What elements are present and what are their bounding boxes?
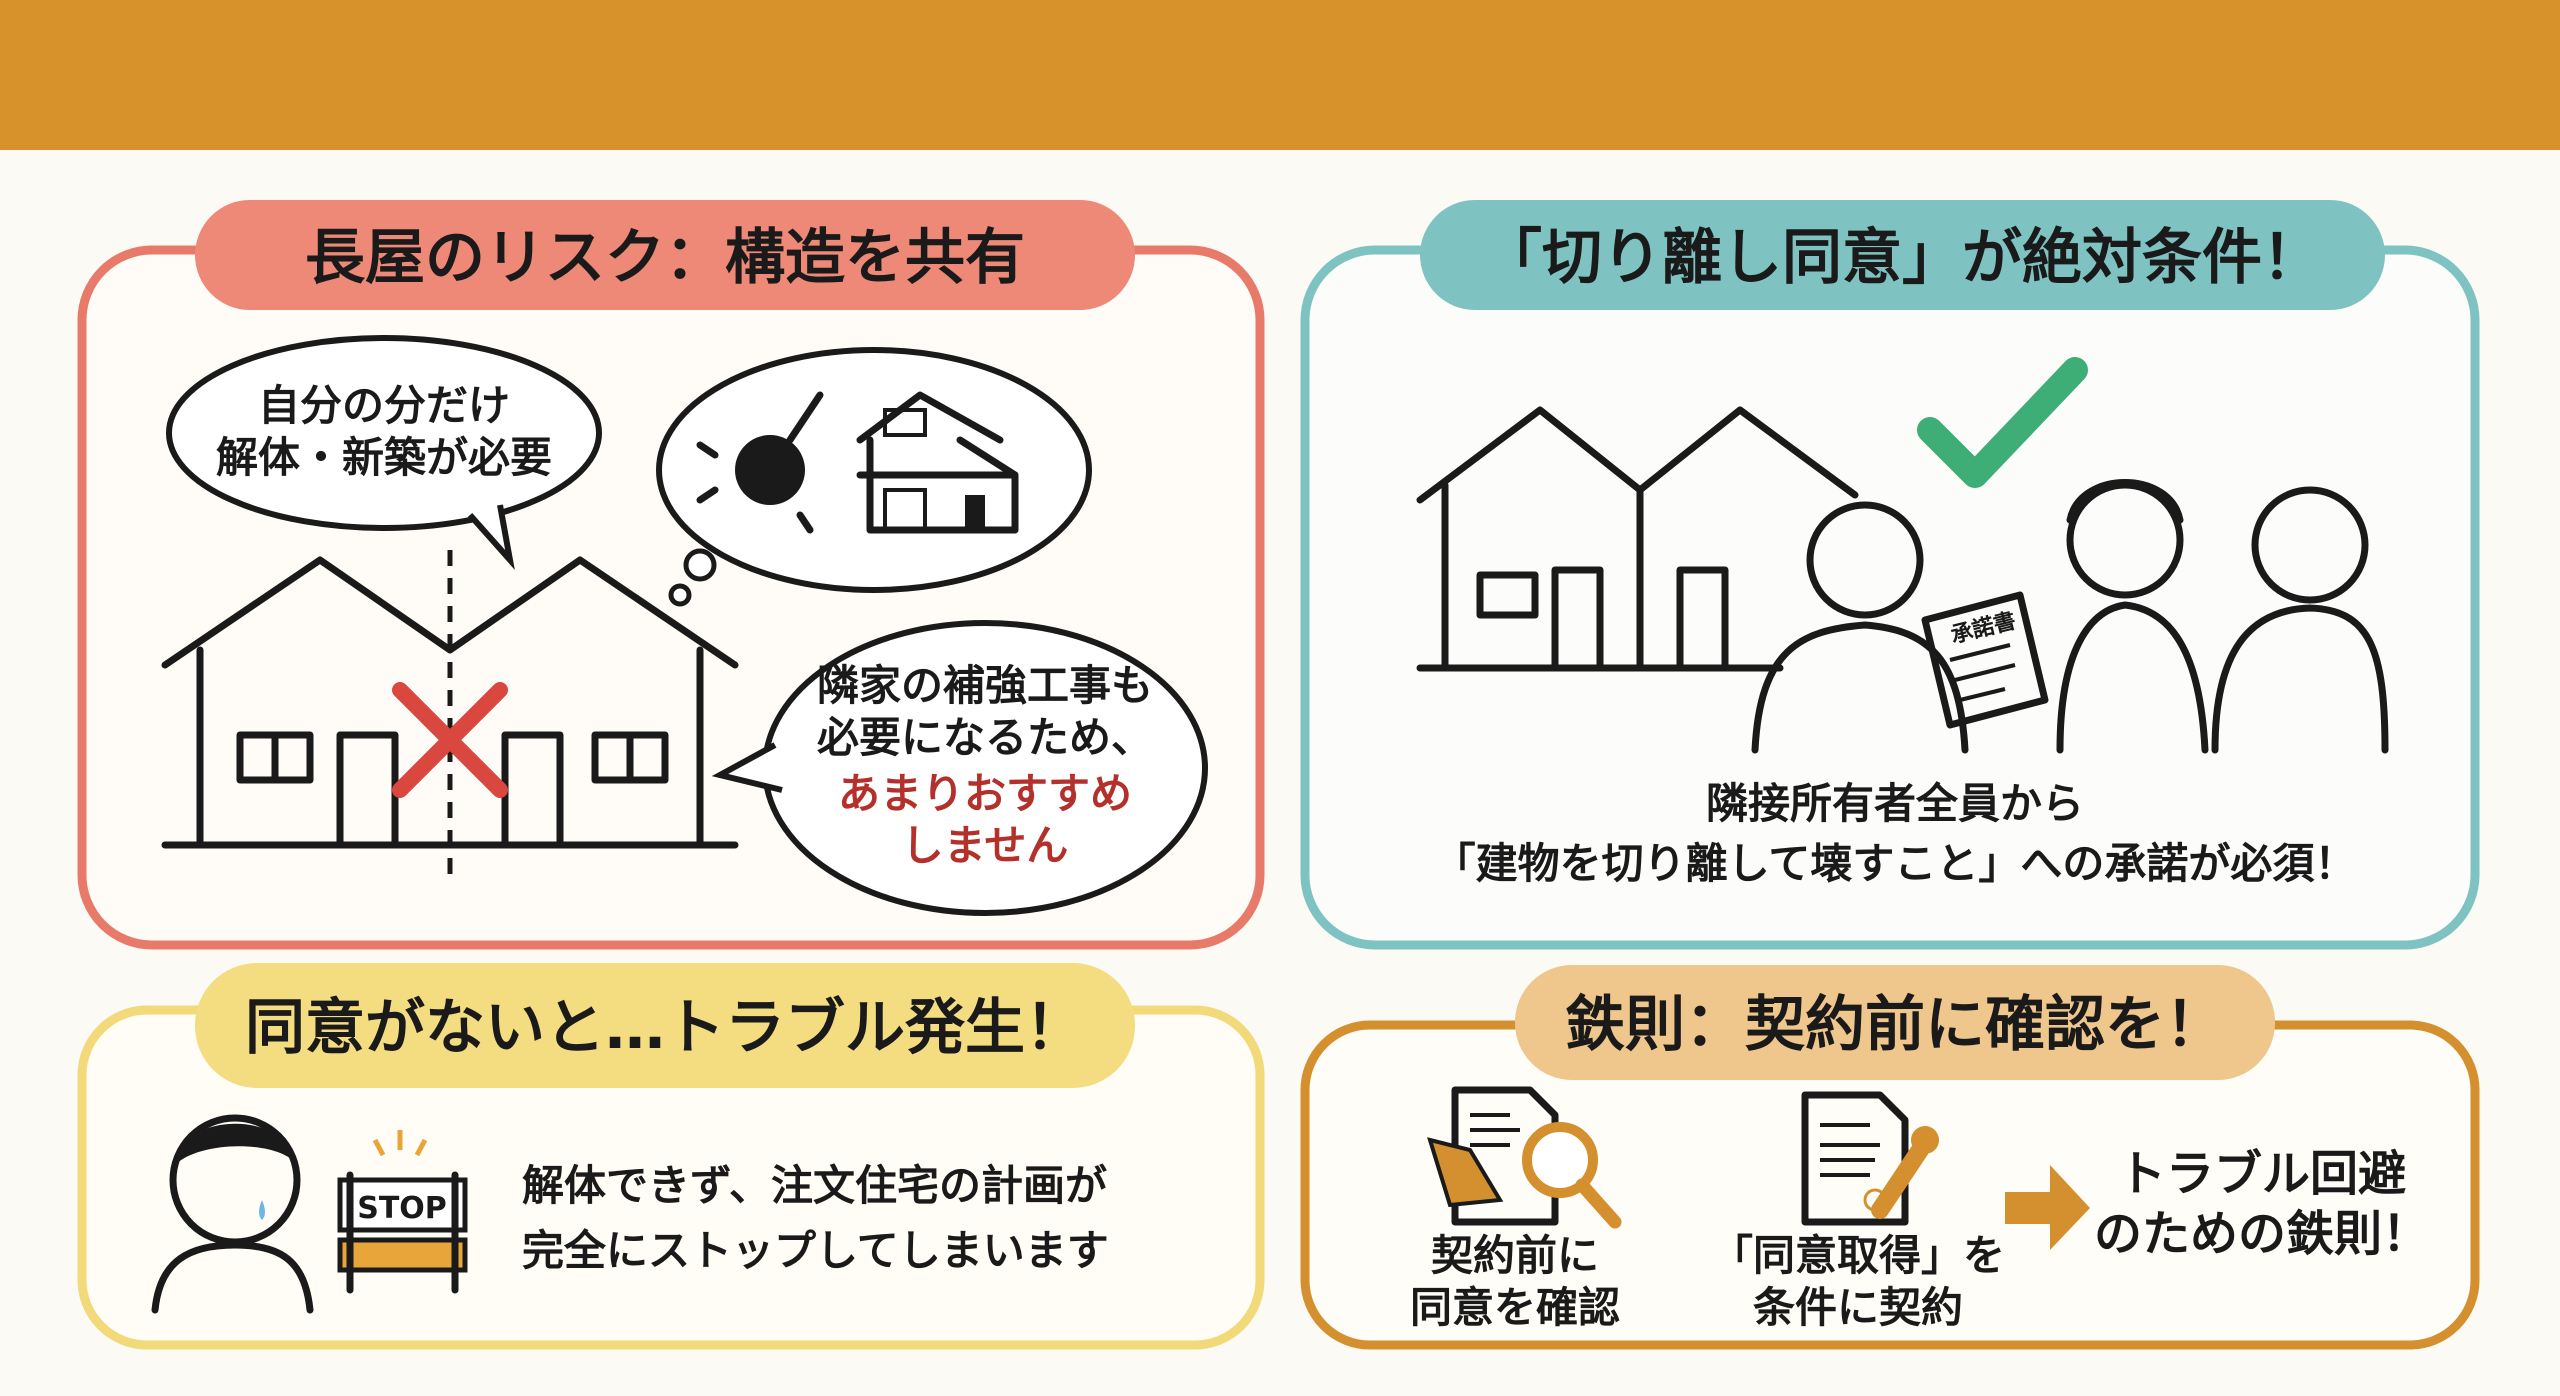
consent-title: 「切り離し同意」が絶対条件！ <box>1482 223 2322 293</box>
svg-text:のための鉄則！: のための鉄則！ <box>2094 1206 2430 1262</box>
risk-title-pill <box>195 200 1135 310</box>
risk-title: 長屋のリスク：構造を共有 <box>305 223 1025 293</box>
svg-text:完全にストップしてしまいます: 完全にストップしてしまいます <box>522 1226 1109 1275</box>
wrecking-ball-icon <box>696 391 824 534</box>
consent-title-pill <box>1420 200 2385 310</box>
stamp-document-icon <box>1801 1091 1939 1226</box>
svg-text:「同意取得」を: 「同意取得」を <box>1711 1231 2005 1280</box>
svg-text:契約前に: 契約前に <box>1431 1231 1599 1280</box>
panel-risk: 長屋のリスク：構造を共有 自分の分だけ 解体・新築が必要 <box>77 200 1265 950</box>
people-icon <box>1751 479 2389 754</box>
svg-text:自分の分だけ: 自分の分だけ <box>258 381 510 430</box>
cross-mark-icon <box>392 682 508 798</box>
panel-consent: 「切り離し同意」が絶対条件！ 承諾書 隣接所有者全員から 「建物を切り離して壊す… <box>1300 200 2480 950</box>
warning-text: しません <box>902 821 1069 870</box>
svg-text:同意を確認: 同意を確認 <box>1410 1283 1620 1332</box>
trouble-title-pill <box>195 963 1135 1088</box>
document-icon: 承諾書 <box>1921 591 2049 729</box>
row-house-icon <box>161 550 739 880</box>
svg-text:必要になるため、: 必要になるため、 <box>817 713 1153 762</box>
svg-text:隣家の補強工事も: 隣家の補強工事も <box>817 661 1153 710</box>
svg-text:「建物を切り離して壊すこと」への承諾が必須！: 「建物を切り離して壊すこと」への承諾が必須！ <box>1434 839 2357 888</box>
thought-bubble <box>656 347 1092 607</box>
speech-bubble-neighbor: 隣家の補強工事も 必要になるため、 あまりおすすめ しません <box>711 620 1208 916</box>
svg-text:解体できず、注文住宅の計画が: 解体できず、注文住宅の計画が <box>522 1161 1107 1210</box>
svg-text:条件に契約: 条件に契約 <box>1753 1283 1963 1332</box>
handshake-magnifier-icon <box>1427 1086 1622 1229</box>
arrow-right-icon <box>2005 1165 2090 1250</box>
trouble-title: 同意がないと…トラブル発生！ <box>245 993 1085 1063</box>
rule-title-pill <box>1515 965 2275 1080</box>
speech-bubble-self: 自分の分だけ 解体・新築が必要 <box>166 335 602 570</box>
rule-title: 鉄則：契約前に確認を！ <box>1565 990 2225 1060</box>
warning-text: あまりおすすめ <box>838 769 1132 818</box>
new-house-icon <box>856 391 1019 534</box>
worried-person-icon <box>151 1114 314 1314</box>
stop-sign-text: STOP <box>357 1191 447 1226</box>
stop-barrier-icon: STOP <box>337 1130 468 1294</box>
top-bar <box>0 0 2560 150</box>
row-house-icon <box>1416 406 1859 672</box>
check-mark-icon <box>1917 357 2088 488</box>
svg-text:隣接所有者全員から: 隣接所有者全員から <box>1706 779 2084 828</box>
panel-trouble: 同意がないと…トラブル発生！ STOP 解体できず、注文住宅の計画が 完全にスト… <box>77 963 1265 1350</box>
panel-rule: 鉄則：契約前に確認を！ 契約前に 同意を確認 「同意取得」を 条件に契約 トラブ… <box>1300 965 2480 1350</box>
svg-text:トラブル回避: トラブル回避 <box>2118 1146 2406 1202</box>
svg-text:解体・新築が必要: 解体・新築が必要 <box>216 433 552 482</box>
